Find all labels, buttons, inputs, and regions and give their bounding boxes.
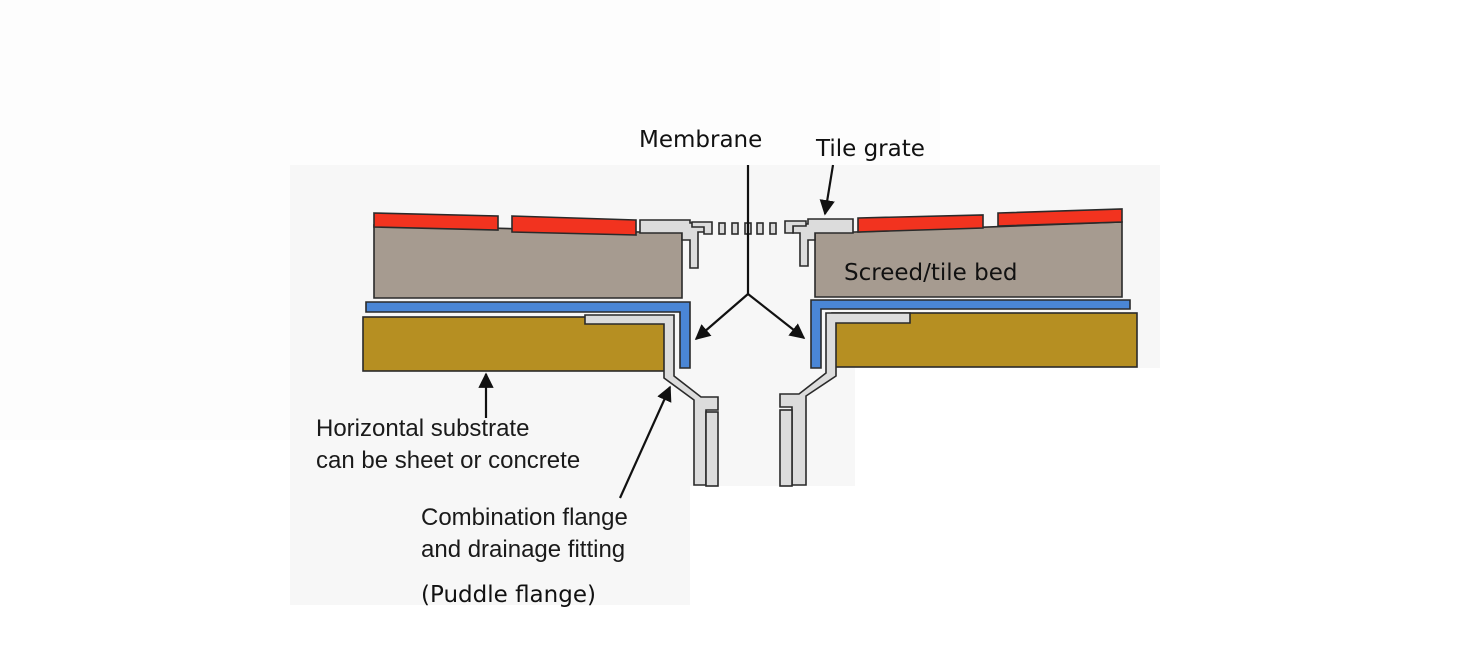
tile-grate-arrow	[819, 164, 835, 216]
substrate-right	[831, 312, 1138, 368]
label-membrane: Membrane	[639, 127, 762, 153]
tile-right-2	[997, 208, 1123, 227]
label-substrate-line2: can be sheet or concrete	[316, 447, 580, 474]
membrane-left	[365, 301, 691, 369]
label-screed: Screed/tile bed	[844, 260, 1017, 286]
label-flange-line1: Combination flange	[421, 504, 628, 531]
background-mask-bottom	[690, 486, 860, 663]
grate-frame-right	[792, 218, 854, 267]
grate-lip-left	[691, 221, 713, 235]
drain-pipe-right	[779, 409, 793, 487]
background-mask-right	[855, 368, 1479, 663]
grate-bar	[756, 222, 764, 235]
substrate-left	[362, 316, 674, 372]
label-tile-grate: Tile grate	[815, 136, 925, 162]
grate-bar	[731, 222, 739, 235]
grate-bar	[769, 222, 777, 235]
tile-left-1	[373, 212, 499, 231]
membrane-right	[810, 299, 1131, 369]
label-substrate-line1: Horizontal substrate	[316, 415, 529, 442]
screed-left	[373, 224, 683, 299]
grate-frame-left	[639, 219, 708, 269]
tile-right-1	[857, 214, 984, 233]
drain-pipe-left	[705, 411, 719, 487]
flange-arrow	[618, 385, 672, 499]
membrane-arrow-left	[694, 293, 749, 341]
label-puddle-flange: (Puddle flange)	[421, 582, 596, 608]
label-flange-line2: and drainage fitting	[421, 536, 625, 563]
grate-bar	[718, 222, 726, 235]
grate-lip-right	[784, 220, 807, 234]
membrane-arrow-right	[747, 293, 806, 339]
tile-left-2	[511, 215, 637, 236]
